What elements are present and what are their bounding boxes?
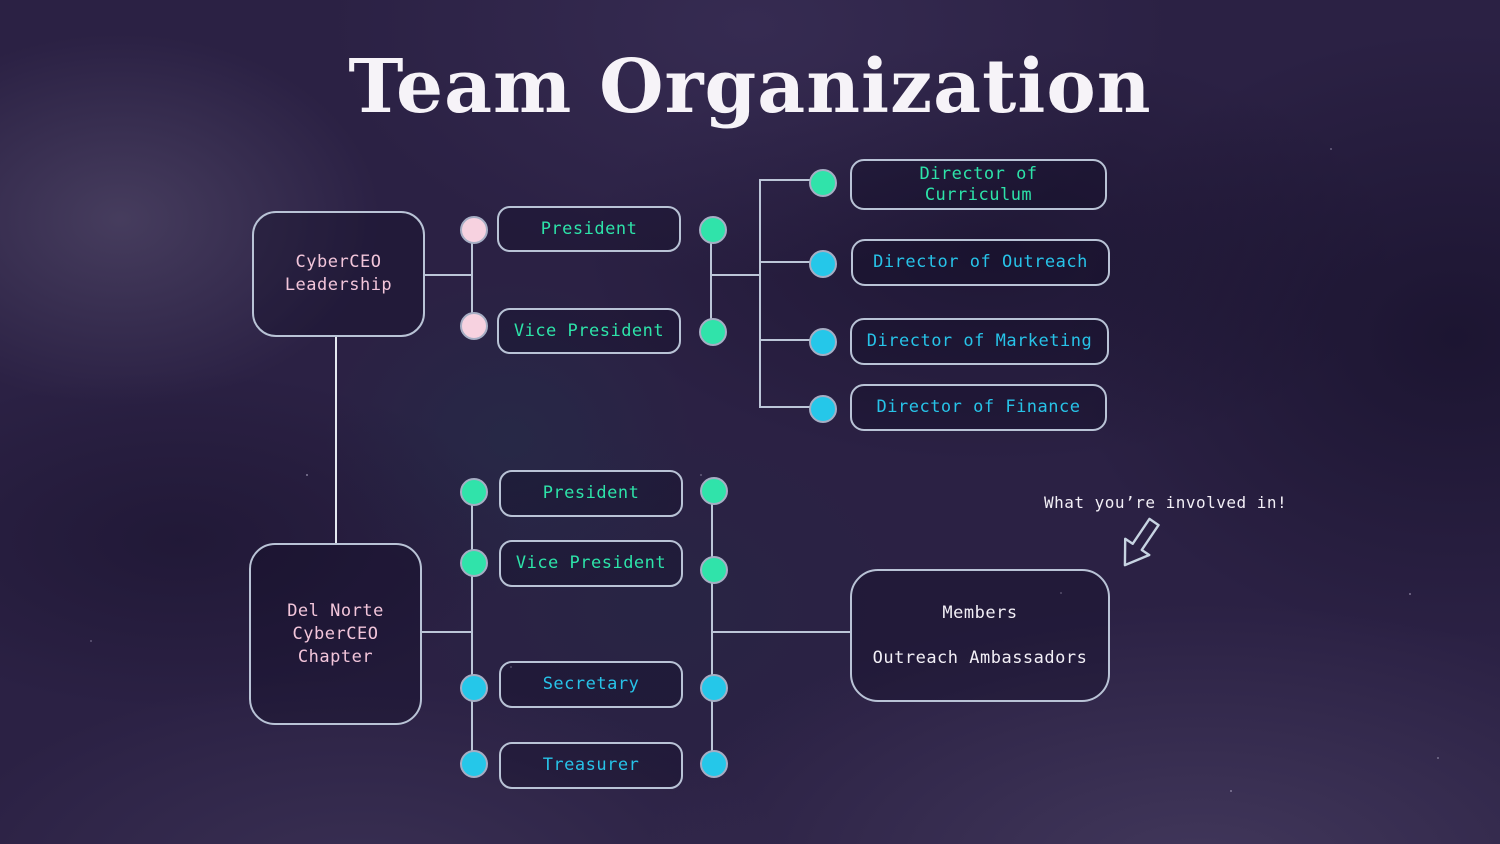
node-director-marketing: Director of Marketing	[850, 318, 1109, 365]
members-line2: Outreach Ambassadors	[872, 647, 1088, 668]
node-secretary: Secretary	[499, 661, 683, 708]
connector-branch-outreach	[760, 261, 810, 263]
dot-director-marketing	[809, 328, 837, 356]
star-specks	[306, 474, 308, 476]
members-line1: Members	[942, 602, 1018, 623]
connector-officer-left-rail	[471, 228, 473, 324]
annotation-involved-text: What you’re involved in!	[1044, 493, 1288, 512]
node-vice-president-top: Vice President	[497, 308, 681, 354]
dot-chapter-vp-right	[700, 556, 728, 584]
slide-title: Team Organization	[348, 44, 1152, 130]
dot-director-curriculum	[809, 169, 837, 197]
connector-leadership-chapter	[335, 337, 337, 543]
node-director-curriculum: Director of Curriculum	[850, 159, 1107, 210]
dot-chapter-president-right	[700, 477, 728, 505]
node-cyberceo-leadership: CyberCEO Leadership	[252, 211, 425, 337]
dot-chapter-president-left	[460, 478, 488, 506]
node-president-bottom: President	[499, 470, 683, 517]
connector-branch-marketing	[760, 339, 810, 341]
dot-vice-president-left	[460, 312, 488, 340]
node-director-finance: Director of Finance	[850, 384, 1107, 431]
dot-chapter-vp-left	[460, 549, 488, 577]
connector-officer-right-rail	[710, 228, 712, 330]
connector-branch-finance	[760, 406, 810, 408]
dot-chapter-secretary-left	[460, 674, 488, 702]
annotation-arrow-icon	[1123, 517, 1160, 567]
dot-chapter-secretary-right	[700, 674, 728, 702]
node-members: Members Outreach Ambassadors	[850, 569, 1110, 702]
connector-director-trunk	[759, 179, 761, 408]
connector-leadership-officers	[425, 274, 472, 276]
dot-director-outreach	[809, 250, 837, 278]
node-del-norte-chapter: Del Norte CyberCEO Chapter	[249, 543, 422, 725]
dot-chapter-treasurer-left	[460, 750, 488, 778]
dot-president-left	[460, 216, 488, 244]
connector-chapter-right-rail	[711, 489, 713, 762]
node-president-top: President	[497, 206, 681, 252]
connector-chapter-left-rail	[471, 490, 473, 762]
node-director-outreach: Director of Outreach	[851, 239, 1110, 286]
connector-chapter-officers	[422, 631, 473, 633]
node-vice-president-bottom: Vice President	[499, 540, 683, 587]
connector-officers-directors	[711, 274, 761, 276]
dot-chapter-treasurer-right	[700, 750, 728, 778]
dot-director-finance	[809, 395, 837, 423]
dot-vice-president-right	[699, 318, 727, 346]
connector-branch-curriculum	[760, 179, 810, 181]
node-treasurer: Treasurer	[499, 742, 683, 789]
dot-president-right	[699, 216, 727, 244]
connector-officers-members	[712, 631, 850, 633]
